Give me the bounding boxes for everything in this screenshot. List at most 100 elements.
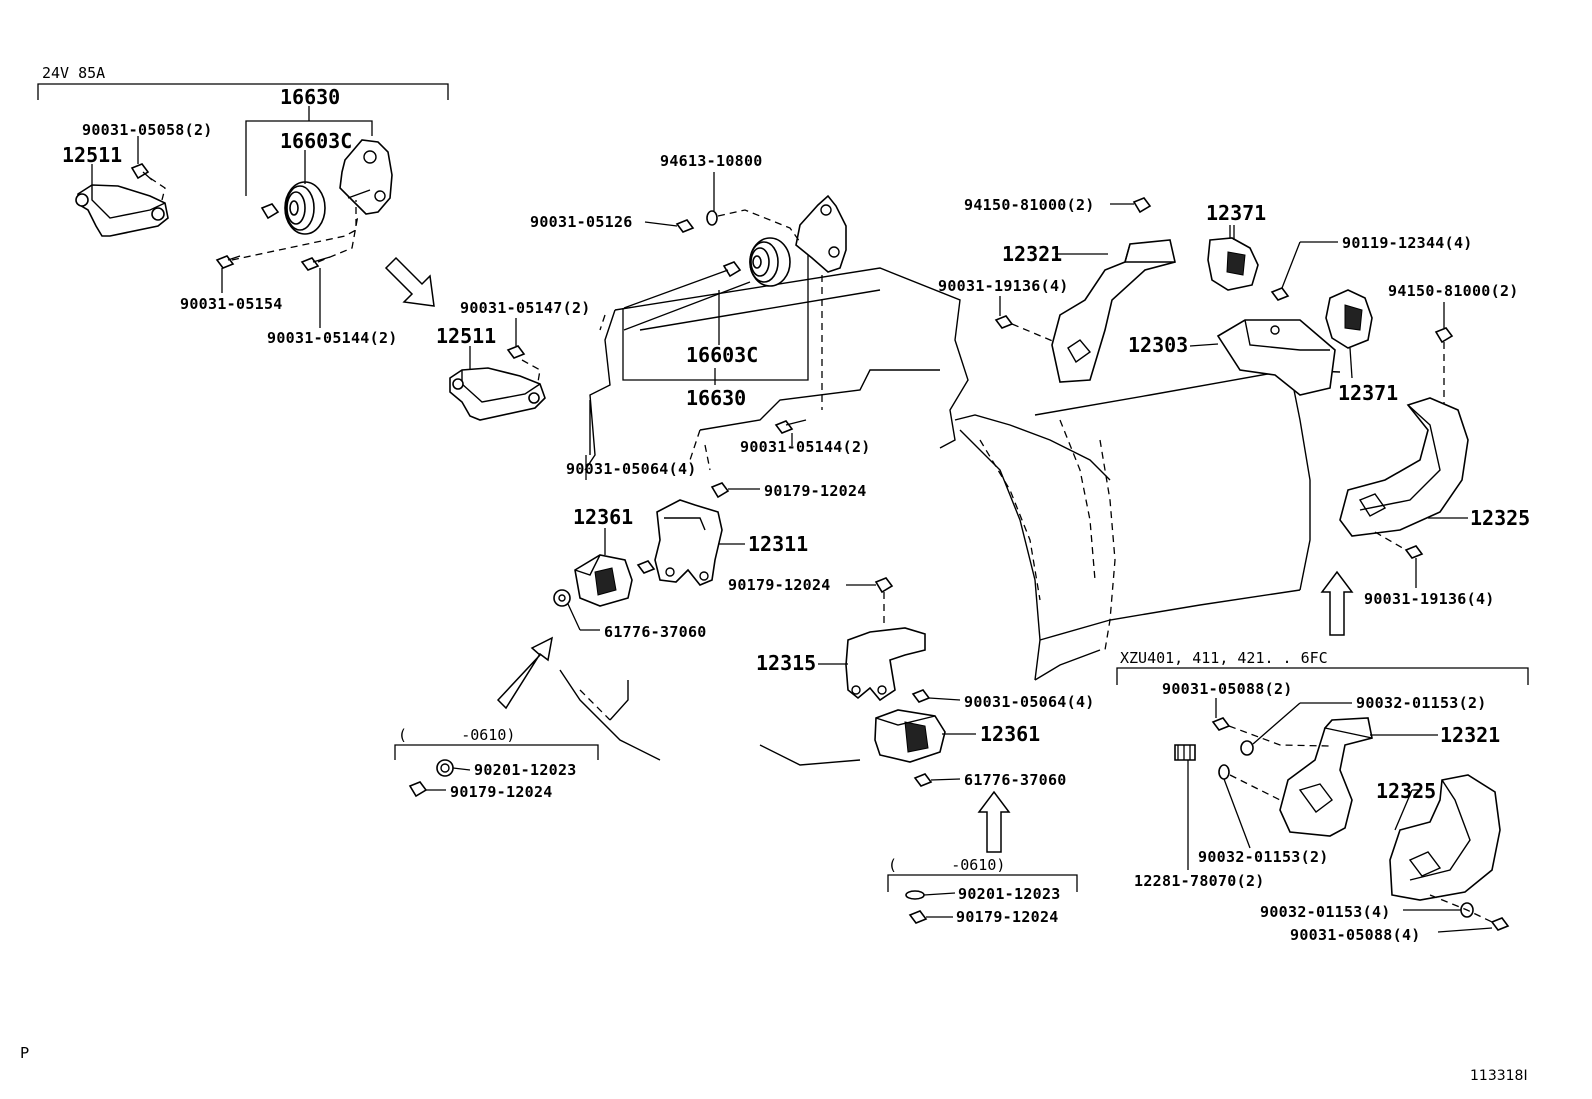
pulley-16603C-top [284,181,326,235]
washer-90201-12023-center [905,890,925,900]
label-90201-12023-left: 90201-12023 [474,761,577,779]
label-90179-12024-b: 90179-12024 [728,576,831,594]
label-12303: 12303 [1128,333,1188,357]
label-12511-top: 12511 [62,143,122,167]
label-90031-05088-b: 90031-05088(4) [1290,926,1421,944]
engine-outline [559,267,1341,766]
bolt-90031-05058 [130,163,153,181]
label-90031-05088-a: 90031-05088(2) [1162,680,1293,698]
label-16630-top: 16630 [280,85,340,109]
label-90031-05144-mid: 90031-05144(2) [740,438,871,456]
part-12371-right [1325,289,1373,349]
label-12311: 12311 [748,532,808,556]
washer-90201-12023-left [436,759,454,777]
bolt-90031-05088-b [1490,917,1510,931]
label-12361-center: 12361 [980,722,1040,746]
label-94150-81000-a: 94150-81000(2) [964,196,1095,214]
label-90031-05126: 90031-05126 [530,213,633,231]
nut-90179-12024-b [874,577,894,594]
nut-94150-81000-a [1132,197,1152,214]
bolt-90031-05144-top [300,256,331,271]
bracket-alt-center [795,194,847,273]
drawing-id: 113318I [1470,1068,1528,1084]
bracket-xzu [1116,667,1529,685]
label-90119-12344: 90119-12344(4) [1342,234,1473,252]
washer-90032-01153-a [1240,740,1254,756]
label-12511-mid: 12511 [436,324,496,348]
part-12511-mid [449,359,546,421]
part-12311 [654,499,723,586]
label-12371-right: 12371 [1338,381,1398,405]
nut-90179-12024-center [908,910,928,924]
part-labels: 16630 90031-05058(2) 12511 16603C 90031-… [62,85,1530,944]
arrow-up-right-left [496,636,554,710]
pulley-16603C-center [749,237,791,287]
label-90031-19136-top: 90031-19136(4) [938,277,1069,295]
nut-16630-center [722,261,742,278]
bolt-90031-05147 [506,345,526,359]
group-title-center-date: ( -0610) [888,856,1005,874]
label-12321-top: 12321 [1002,242,1062,266]
label-16630-mid: 16630 [686,386,746,410]
washer-90032-01153-b [1218,764,1230,780]
group-title-xzu: XZU401, 411, 421. . 6FC [1120,649,1328,667]
part-12321-bottom [1279,717,1373,837]
bolt-90031-19136-top [994,315,1014,329]
bolt-90031-05144-mid [774,419,807,434]
label-12315: 12315 [756,651,816,675]
label-16603C-mid: 16603C [686,343,758,367]
label-12325-right: 12325 [1470,506,1530,530]
direction-arrows [384,256,1354,853]
bolt-90031-05064-left [636,560,656,574]
bracket-16630-part [339,139,393,215]
label-90179-12024-left: 90179-12024 [450,783,553,801]
bolt-90031-05154 [215,255,241,269]
label-90031-05154: 90031-05154 [180,295,283,313]
bracket-left-date [394,744,599,760]
nut-94150-81000-b [1434,327,1454,344]
label-90031-19136-right: 90031-19136(4) [1364,590,1495,608]
label-90031-05064-left: 90031-05064(4) [566,460,697,478]
stud-12281-78070 [1174,744,1196,761]
label-90031-05058: 90031-05058(2) [82,121,213,139]
label-61776-37060-left: 61776-37060 [604,623,707,641]
label-90031-05144-top: 90031-05144(2) [267,329,398,347]
part-12511-top [75,177,169,237]
label-12321-bottom: 12321 [1440,723,1500,747]
part-12321-top [1051,239,1176,383]
arrow-down-right [384,256,435,307]
bracket-center-date [887,874,1078,892]
part-12325-right [1339,397,1469,537]
part-12325-bottom [1389,774,1501,901]
label-90031-05064-center: 90031-05064(4) [964,693,1095,711]
arrow-up-right [1320,570,1354,636]
part-12303 [1216,319,1336,396]
leader-lines [91,106,1493,933]
bolt-90119-12344 [1270,287,1290,301]
nut-90179-12024-left [408,781,428,798]
footer: P 113318I [20,1044,1528,1084]
label-12281-78070: 12281-78070(2) [1134,872,1265,890]
label-90201-12023-center: 90201-12023 [958,885,1061,903]
nut-90179-12024-a [710,482,730,499]
label-94613-10800: 94613-10800 [660,152,763,170]
part-12315 [845,627,926,702]
nut-16630-top [260,203,280,220]
label-90031-05147: 90031-05147(2) [460,299,591,317]
part-12361-left [574,554,633,607]
group-titles: 24V 85A ( -0610) ( -0610) XZU401, 411, 4… [42,64,1328,874]
group-title-left-date: ( -0610) [398,726,515,744]
bolt-90031-05088-a [1211,717,1231,731]
label-16603C-top: 16603C [280,129,352,153]
label-90179-12024-a: 90179-12024 [764,482,867,500]
arrow-up-center [977,790,1011,853]
page-letter: P [20,1044,29,1062]
nut-61776-37060-center [913,773,933,787]
label-12361-left: 12361 [573,505,633,529]
bolt-90031-05126 [675,219,695,233]
label-90179-12024-center: 90179-12024 [956,908,1059,926]
washer-94613-10800 [706,210,718,226]
part-12371-top [1207,225,1259,291]
label-12325-bottom: 12325 [1376,779,1436,803]
